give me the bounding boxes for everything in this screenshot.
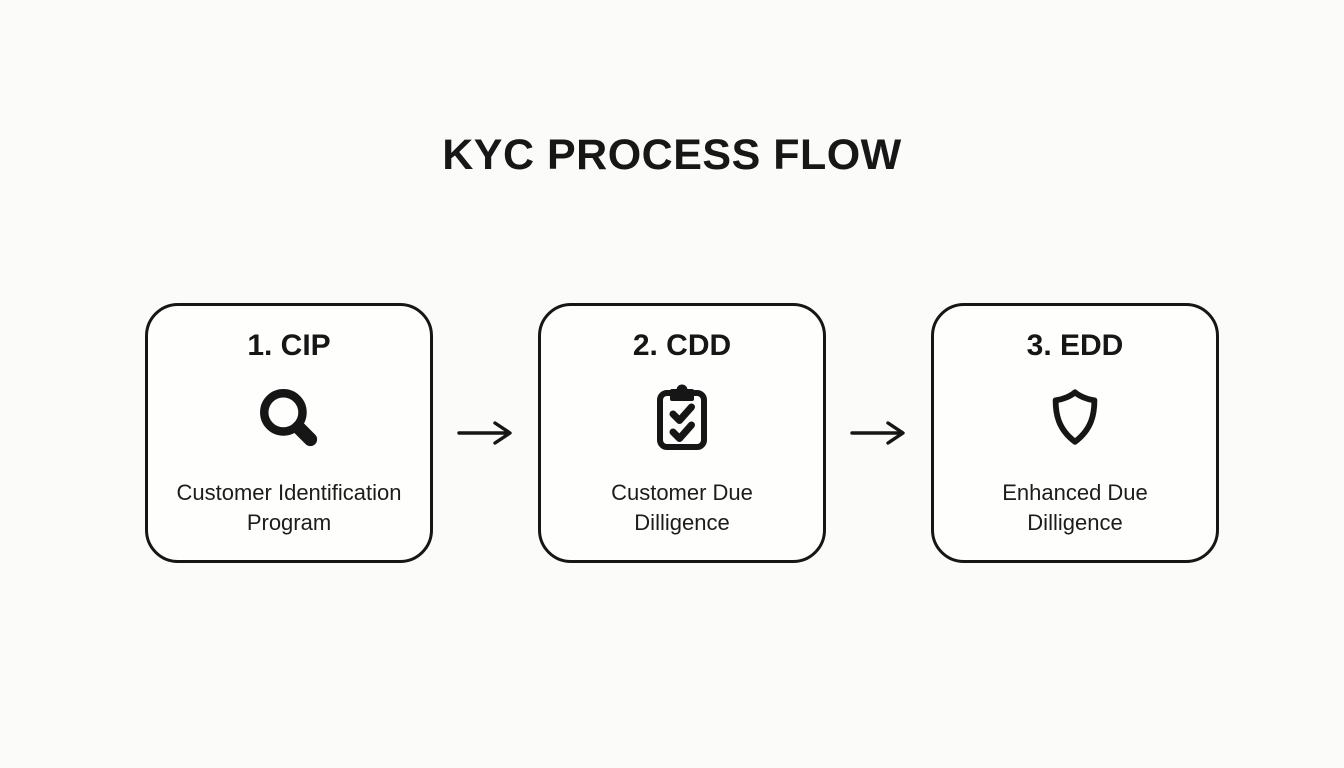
step-caption: Enhanced Due Dilligence bbox=[1002, 478, 1148, 538]
magnifier-icon bbox=[253, 380, 325, 456]
caption-line: Dilligence bbox=[634, 510, 730, 535]
clipboard-check-icon bbox=[651, 380, 713, 456]
step-caption: Customer Due Dilligence bbox=[611, 478, 753, 538]
page-title: KYC PROCESS FLOW bbox=[442, 131, 902, 179]
flow-step-cdd: 2. CDD Customer Due Dilligence bbox=[538, 303, 826, 563]
caption-line: Enhanced Due bbox=[1002, 480, 1148, 505]
flow-step-edd: 3. EDD Enhanced Due Dilligence bbox=[931, 303, 1219, 563]
step-caption: Customer Identification Program bbox=[177, 478, 402, 538]
shield-icon bbox=[1044, 380, 1106, 456]
caption-line: Dilligence bbox=[1027, 510, 1123, 535]
flow-step-cip: 1. CIP Customer Identification Program bbox=[145, 303, 433, 563]
caption-line: Program bbox=[246, 510, 332, 535]
step-heading: 3. EDD bbox=[1026, 329, 1124, 362]
caption-line: Customer Identification bbox=[176, 480, 402, 505]
step-heading: 2. CDD bbox=[632, 329, 732, 362]
caption-line: Customer Due bbox=[611, 480, 753, 505]
arrow-icon bbox=[433, 303, 538, 563]
arrow-icon bbox=[826, 303, 931, 563]
step-heading: 1. CIP bbox=[247, 329, 331, 362]
process-flow: 1. CIP Customer Identification Program 2… bbox=[145, 303, 1219, 563]
